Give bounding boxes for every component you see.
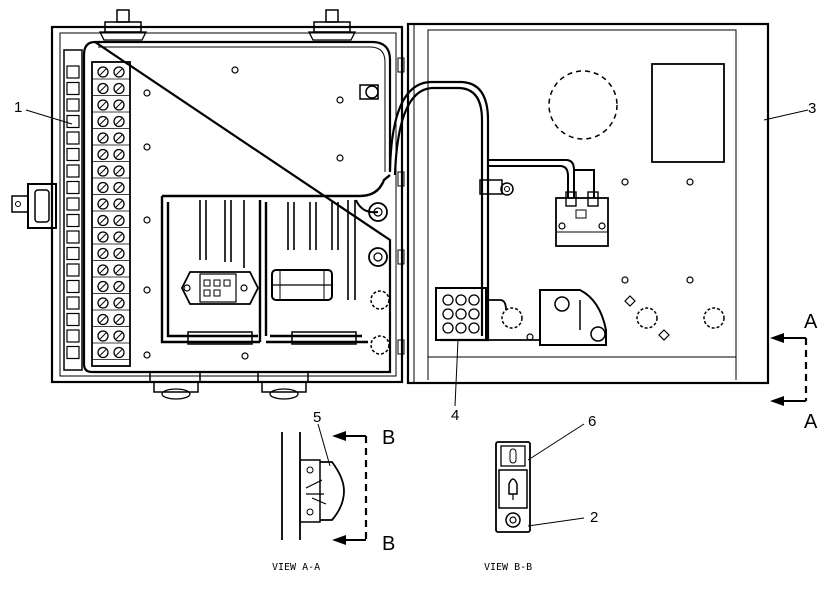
edge-connector-pin: [66, 263, 80, 277]
edge-connector-strip: [63, 49, 83, 371]
terminal-block: [91, 61, 131, 367]
terminal-strip: [435, 287, 487, 341]
door-panel: [406, 22, 770, 385]
edge-connector-pin: [66, 98, 80, 112]
door-switch: [555, 191, 609, 247]
terminal-screw: [92, 346, 130, 360]
callout-3: 3: [808, 100, 816, 117]
section-mark-a-top: A: [804, 311, 818, 333]
edge-connector-pin: [66, 345, 80, 360]
cable-clamp: [479, 179, 514, 196]
edge-connector-pin: [66, 180, 80, 195]
callout-5: 5: [313, 409, 321, 426]
section-a-marker: [770, 333, 808, 406]
cable-grommets-left: [368, 202, 390, 355]
terminal-screw: [92, 297, 130, 311]
resistor-bar-right: [291, 331, 357, 345]
resistor-bar-left: [187, 331, 253, 345]
terminal-screw: [92, 181, 130, 195]
edge-connector-pin: [66, 213, 80, 228]
terminal-screw: [92, 280, 130, 294]
terminal-screw: [92, 313, 130, 327]
terminal-screw: [92, 148, 130, 162]
door-holes: [526, 178, 694, 341]
callout-2: 2: [590, 509, 598, 526]
edge-connector-pin: [66, 164, 80, 178]
edge-connector-pin: [66, 147, 80, 162]
edge-connector-pin: [66, 230, 80, 244]
section-mark-b-bottom: B: [382, 533, 395, 555]
harness-connector: [271, 269, 333, 301]
terminal-screw: [92, 66, 130, 80]
fuse-holder: [486, 289, 607, 346]
relay-socket: [180, 271, 260, 305]
terminal-screw: [92, 132, 130, 146]
edge-connector-pin: [66, 197, 80, 211]
terminal-screw: [92, 214, 130, 228]
gauge-cutout: [548, 70, 618, 140]
wire-harness: [160, 174, 391, 344]
terminal-screw: [92, 198, 130, 212]
edge-connector-pin: [66, 131, 80, 145]
terminal-screw: [92, 264, 130, 278]
edge-connector-pin: [66, 312, 80, 327]
view-label-aa: VIEW A-A: [272, 562, 320, 573]
view-aa-detail: [281, 432, 345, 540]
door-knockouts: [501, 307, 725, 329]
terminal-screw: [92, 165, 130, 179]
view-bb-detail: [495, 441, 531, 533]
callout-leaders: [25, 109, 809, 527]
terminal-screw: [92, 247, 130, 261]
bottom-latch-right: [257, 371, 309, 400]
terminal-screw: [92, 82, 130, 96]
section-b-marker: [332, 431, 368, 545]
terminal-screw: [92, 99, 130, 113]
callout-6: 6: [588, 413, 596, 430]
callout-4: 4: [451, 407, 459, 424]
door-hinge-tabs: [397, 57, 405, 355]
edge-connector-pin: [66, 81, 80, 96]
edge-connector-pin: [66, 279, 80, 294]
edge-connector-pin: [66, 329, 80, 343]
edge-connector-pin: [66, 65, 80, 79]
bottom-latch-left: [149, 371, 201, 400]
top-hinge-left: [98, 9, 148, 41]
mounting-holes-left: [143, 66, 344, 360]
cable-clamp-top: [359, 84, 379, 100]
terminal-screw: [92, 330, 130, 344]
top-hinge-right: [307, 9, 357, 41]
left-cabinet: [50, 25, 409, 384]
section-mark-a-bottom: A: [804, 411, 818, 433]
terminal-screw: [92, 231, 130, 245]
section-mark-b-top: B: [382, 427, 395, 449]
terminal-screw: [92, 115, 130, 129]
edge-connector-pin: [66, 296, 80, 310]
edge-connector-pin: [66, 246, 80, 261]
label-plate: [651, 63, 725, 163]
view-label-bb: VIEW B-B: [484, 562, 532, 573]
edge-connector-pin: [66, 114, 80, 129]
door-cable: [388, 80, 595, 342]
callout-1: 1: [14, 99, 22, 116]
side-handle: [11, 183, 57, 229]
